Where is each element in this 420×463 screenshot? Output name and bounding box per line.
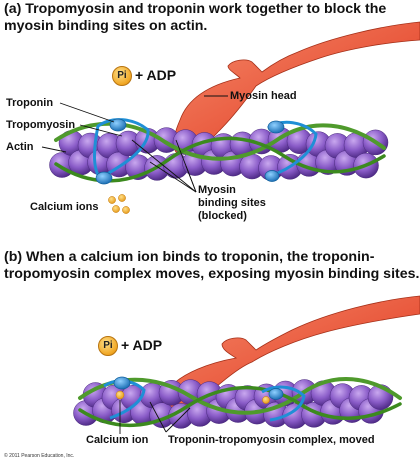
copyright-notice: © 2011 Pearson Education, Inc.: [4, 453, 75, 459]
panel-b-title-line-1: (b) When a calcium ion binds to troponin…: [4, 249, 375, 265]
phosphate-pi-label-a: Pi: [117, 70, 127, 81]
binding-site-leader-line-1: [131, 139, 197, 193]
calcium-ions-group: [108, 194, 130, 214]
troponin-tropomyosin-complex-b: [78, 376, 402, 427]
panel-a-title-line-2: myosin binding sites on actin.: [4, 18, 208, 34]
binding-site-leader-line-4: [185, 165, 197, 193]
binding-site-leader-line-2: [149, 161, 197, 193]
calcium-ion-4: [122, 206, 130, 214]
troponin-strand-a1: [93, 118, 150, 180]
actin-filament-a: [49, 127, 389, 181]
adp-label-a: + ADP: [135, 67, 177, 83]
tropomyosin-strand-a1: [54, 121, 386, 161]
phosphate-pi-label-b: Pi: [103, 340, 113, 351]
phosphate-pi-badge-a: Pi: [112, 66, 132, 86]
actin-leader-line: [41, 146, 67, 153]
troponin-strand-b2: [261, 385, 306, 422]
panel-b-title-line-2: tropomyosin complex moves, exposing myos…: [4, 266, 420, 282]
myosin-head-label: Myosin head: [230, 90, 297, 102]
troponin-label: Troponin: [6, 97, 54, 109]
binding-sites-label-line-3: (blocked): [198, 210, 247, 222]
calcium-ion-2: [118, 194, 126, 202]
leader-lines-b: [119, 400, 191, 434]
phosphate-pi-badge-b: Pi: [98, 336, 118, 356]
troponin-complex-b1: [113, 376, 131, 390]
actin-label: Actin: [6, 141, 34, 153]
complex-leader-line-2: [165, 407, 191, 433]
calcium-ion-label: Calcium ion: [86, 434, 149, 446]
troponin-complex-a3: [267, 120, 285, 134]
binding-sites-label-line-1: Myosin: [198, 184, 236, 196]
troponin-complex-a1: [109, 118, 127, 132]
troponin-complex-a2: [95, 171, 113, 185]
tropomyosin-strand-b1: [78, 377, 402, 415]
panel-a-title-line-1: (a) Tropomyosin and troponin work togeth…: [4, 1, 387, 17]
bound-calcium-ion-2: [262, 396, 270, 404]
troponin-complex-a4: [264, 170, 280, 182]
adp-label-b: + ADP: [121, 337, 163, 353]
complex-leader-line-1: [149, 401, 167, 433]
troponin-complex-b2: [268, 388, 284, 400]
troponin-strand-a2: [267, 120, 318, 178]
troponin-leader-line: [59, 102, 115, 123]
bound-calcium-ion-1: [115, 390, 125, 400]
troponin-tropomyosin-complex-a: [54, 118, 386, 185]
calcium-ion-3: [112, 205, 120, 213]
binding-sites-label-line-2: binding sites: [198, 197, 266, 209]
complex-moved-label: Troponin-tropomyosin complex, moved: [168, 434, 375, 446]
calcium-ions-label: Calcium ions: [30, 201, 99, 213]
tropomyosin-strand-b2: [78, 386, 402, 427]
calcium-ion-1: [108, 196, 116, 204]
tropomyosin-leader-line: [79, 124, 123, 137]
leader-lines-a: [41, 102, 197, 193]
tropomyosin-label: Tropomyosin: [6, 119, 76, 131]
